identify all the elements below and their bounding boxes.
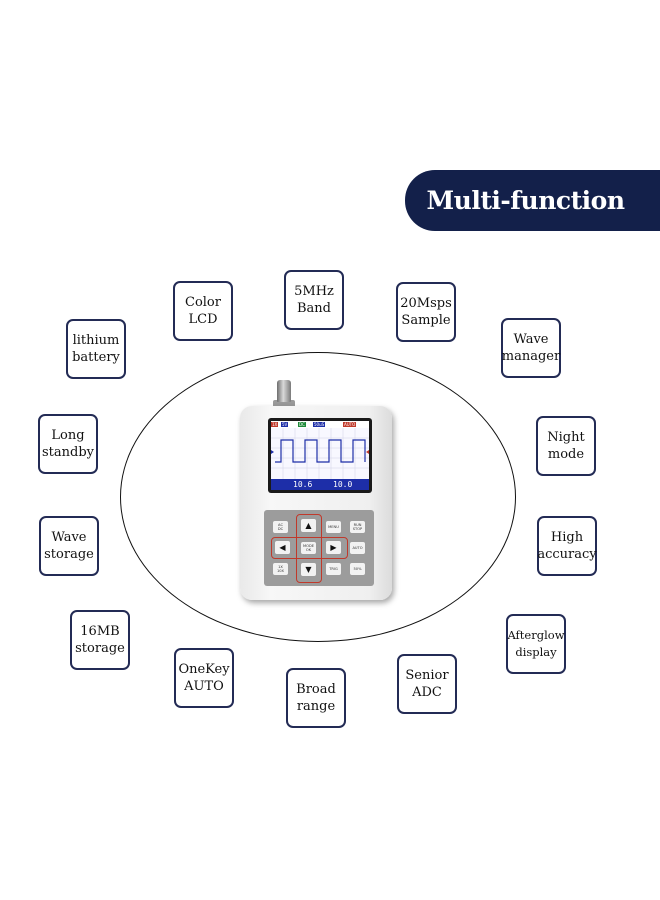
- feature-ring: [120, 352, 516, 642]
- feature-afterglow-display: Afterglow display: [506, 614, 566, 674]
- feature-night-mode: Night mode: [536, 416, 596, 476]
- chip-trigger-mode: AUTO: [343, 422, 357, 427]
- feature-long-standby: Long standby: [38, 414, 98, 474]
- menu-button[interactable]: MENU: [326, 521, 341, 533]
- feature-label: Broad range: [296, 682, 336, 714]
- down-arrow-button[interactable]: ▼: [301, 563, 316, 576]
- bnc-connector-base: [273, 400, 295, 410]
- chip-probe: 1X: [271, 422, 279, 427]
- keypad: AC DC ▲ MENU RUN STOP ◀ MODE OK ▶ AUTO 1…: [264, 510, 374, 586]
- right-arrow-button[interactable]: ▶: [326, 541, 341, 554]
- feature-lithium-battery: lithium battery: [66, 319, 126, 379]
- multi-function-banner: Multi-function: [405, 170, 660, 231]
- feature-5mhz-band: 5MHz Band: [284, 270, 344, 330]
- oscilloscope-device: 1X 5V DC 50uS AUTO: [240, 380, 392, 600]
- chip-timebase: 50uS: [313, 422, 326, 427]
- up-arrow-button[interactable]: ▲: [301, 519, 316, 532]
- feature-label: Long standby: [41, 428, 94, 460]
- waveform-display: [271, 428, 369, 479]
- feature-high-accuracy: High accuracy: [537, 516, 597, 576]
- feature-label: Night mode: [547, 430, 585, 462]
- feature-label: Senior ADC: [405, 668, 449, 700]
- chip-volt: 5V: [281, 422, 289, 427]
- bnc-connector: [277, 380, 291, 402]
- feature-label: Wave manager: [501, 332, 561, 364]
- feature-label: 5MHz Band: [294, 284, 334, 316]
- device-body: 1X 5V DC 50uS AUTO: [240, 406, 392, 600]
- screen-bezel: 1X 5V DC 50uS AUTO: [268, 418, 372, 493]
- feature-label: lithium battery: [72, 333, 120, 365]
- fifty-percent-button[interactable]: 50%: [350, 563, 365, 575]
- auto-button[interactable]: AUTO: [350, 542, 365, 554]
- feature-20msps-sample: 20Msps Sample: [396, 282, 456, 342]
- feature-color-lcd: Color LCD: [173, 281, 233, 341]
- readout-right: 10.0: [333, 480, 353, 489]
- dpad-outline-horizontal: [271, 537, 348, 559]
- feature-label: Color LCD: [185, 295, 221, 327]
- banner-title: Multi-function: [426, 186, 626, 215]
- left-arrow-button[interactable]: ◀: [275, 541, 290, 554]
- feature-label: 16MB storage: [75, 624, 125, 656]
- run-stop-button[interactable]: RUN STOP: [350, 521, 365, 533]
- feature-16mb-storage: 16MB storage: [70, 610, 130, 670]
- trig-button[interactable]: TRIG: [326, 563, 341, 575]
- feature-wave-manager: Wave manager: [501, 318, 561, 378]
- feature-onekey-auto: OneKey AUTO: [174, 648, 234, 708]
- dpad-outline-vertical: [296, 514, 322, 583]
- feature-senior-adc: Senior ADC: [397, 654, 457, 714]
- acdc-button[interactable]: AC DC: [273, 521, 288, 533]
- mode-ok-button[interactable]: MODE OK: [301, 542, 316, 554]
- screen-status-bar: 1X 5V DC 50uS AUTO: [271, 421, 369, 428]
- feature-label: 20Msps Sample: [400, 296, 452, 328]
- feature-label: OneKey AUTO: [178, 662, 230, 694]
- feature-broad-range: Broad range: [286, 668, 346, 728]
- lcd-screen: 1X 5V DC 50uS AUTO: [271, 421, 369, 490]
- feature-label: Afterglow display: [507, 628, 565, 659]
- probe-ratio-button[interactable]: 1X 10X: [273, 563, 288, 575]
- feature-label: Wave storage: [44, 530, 94, 562]
- readout-left: 10.6: [293, 480, 313, 489]
- screen-readout-bar: 10.6 10.0: [271, 479, 369, 490]
- chip-coupling: DC: [298, 422, 306, 427]
- feature-label: High accuracy: [537, 530, 597, 562]
- feature-wave-storage: Wave storage: [39, 516, 99, 576]
